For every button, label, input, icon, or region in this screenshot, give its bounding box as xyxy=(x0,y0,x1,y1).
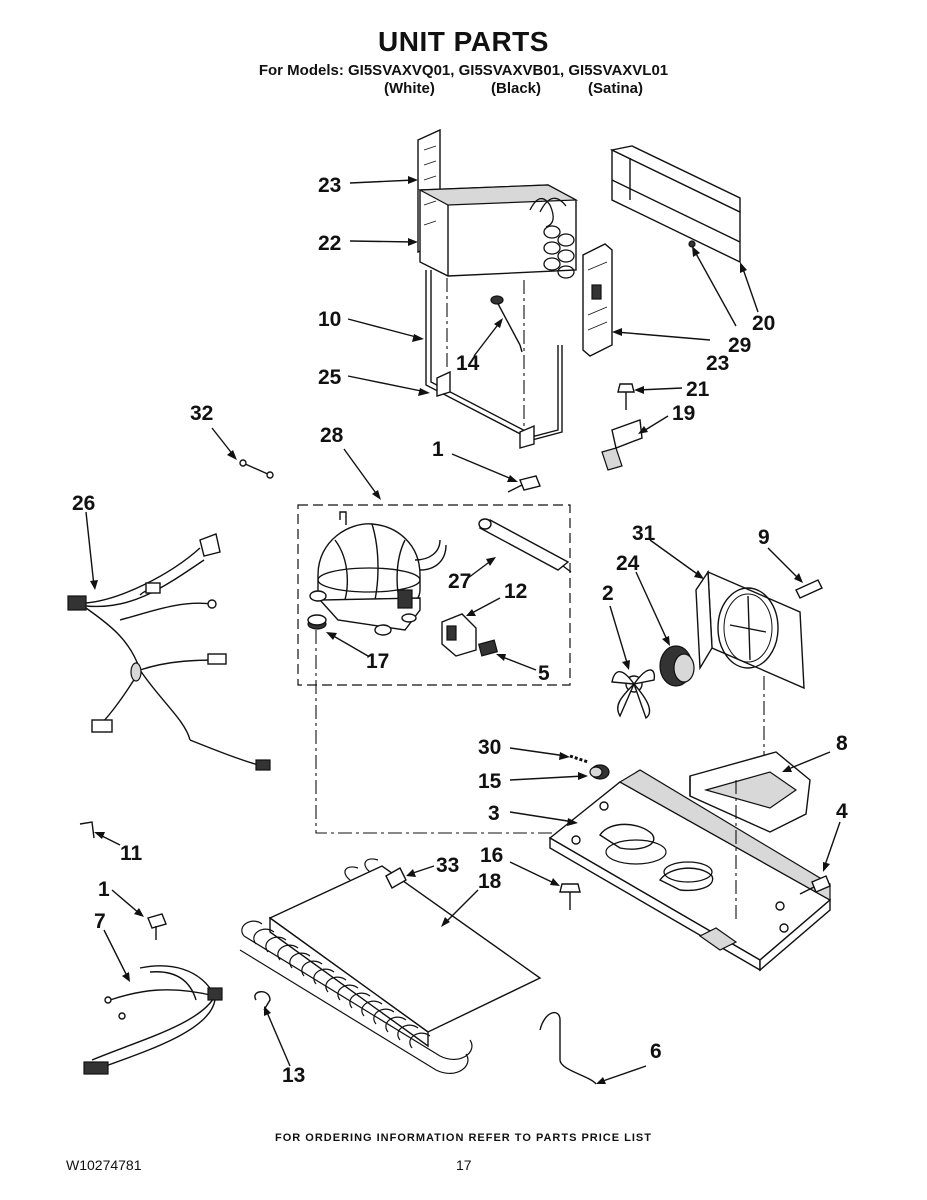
mounting-bracket-19 xyxy=(601,419,643,471)
callout-13: 13 xyxy=(282,1064,305,1087)
wire-11 xyxy=(79,821,95,839)
callout-19: 19 xyxy=(672,402,695,425)
callout-3: 3 xyxy=(488,802,500,825)
page-title: UNIT PARTS xyxy=(378,26,549,57)
evaporator-cover xyxy=(609,145,741,264)
clip-33 xyxy=(385,867,407,889)
screw-9 xyxy=(795,579,823,599)
fan-bracket-8 xyxy=(689,751,811,833)
relay-12 xyxy=(441,613,477,657)
fan-shroud-31 xyxy=(695,569,805,690)
leader-lines xyxy=(85,176,841,1084)
callout-2: 2 xyxy=(602,582,614,605)
callout-27: 27 xyxy=(448,570,471,593)
variant-black-label: (Black) xyxy=(491,80,542,97)
variant-satina-label: (Satina) xyxy=(588,80,644,97)
fan-motor-24 xyxy=(659,645,695,687)
screw-4 xyxy=(799,875,831,895)
screw-1-lower xyxy=(147,913,167,940)
grommet-15 xyxy=(589,764,610,780)
callout-10: 10 xyxy=(318,308,341,331)
callout-1b: 1 xyxy=(98,878,110,901)
callout-14: 14 xyxy=(456,352,480,375)
clip-32 xyxy=(239,459,274,479)
compressor xyxy=(309,511,447,636)
callout-15: 15 xyxy=(478,770,502,793)
callout-24: 24 xyxy=(616,552,640,575)
models-line: For Models: GI5SVAXVQ01, GI5SVAXVB01, GI… xyxy=(258,62,669,79)
callout-29: 29 xyxy=(728,334,751,357)
condenser-18 xyxy=(239,858,542,1075)
tube-6 xyxy=(539,1011,597,1085)
page-number: 17 xyxy=(456,1157,472,1173)
drier-27 xyxy=(478,518,572,573)
side-bracket-right xyxy=(582,243,613,357)
callout-9: 9 xyxy=(758,526,770,549)
overload-5 xyxy=(477,639,499,657)
defrost-thermostat xyxy=(490,295,523,353)
callout-28: 28 xyxy=(320,424,344,447)
callout-11: 11 xyxy=(120,842,143,865)
fan-blade-2 xyxy=(611,669,656,720)
ordering-note: FOR ORDERING INFORMATION REFER TO PARTS … xyxy=(275,1132,652,1144)
callout-21: 21 xyxy=(686,378,710,401)
callout-6: 6 xyxy=(650,1040,662,1063)
screw-1-top xyxy=(507,475,541,493)
callout-23b: 23 xyxy=(706,352,729,375)
clip-13 xyxy=(254,991,271,1011)
callout-33: 33 xyxy=(436,854,459,877)
callout-23a: 23 xyxy=(318,174,341,197)
callout-16: 16 xyxy=(480,844,503,867)
callout-1a: 1 xyxy=(432,438,444,461)
callout-25: 25 xyxy=(318,366,342,389)
spring-30 xyxy=(569,754,589,764)
callout-12: 12 xyxy=(504,580,527,603)
screw-21 xyxy=(617,383,635,410)
callout-7: 7 xyxy=(94,910,106,933)
callout-numbers: 23 22 10 25 14 23 29 20 21 19 32 28 1 27… xyxy=(72,174,848,1087)
screw-16 xyxy=(559,883,581,910)
callout-20: 20 xyxy=(752,312,775,335)
document-number: W10274781 xyxy=(66,1157,142,1173)
variant-white-label: (White) xyxy=(384,80,435,97)
evaporator-assembly xyxy=(417,128,579,279)
defrost-heater xyxy=(425,270,563,449)
callout-17: 17 xyxy=(366,650,389,673)
compressor-assembly-box xyxy=(297,504,571,686)
grommet-17 xyxy=(307,614,327,630)
ground-harness-7 xyxy=(83,965,223,1075)
base-pan-3 xyxy=(548,769,832,972)
callout-4: 4 xyxy=(836,800,848,823)
callout-22: 22 xyxy=(318,232,341,255)
callout-32: 32 xyxy=(190,402,213,425)
callout-30: 30 xyxy=(478,736,501,759)
callout-31: 31 xyxy=(632,522,656,545)
callout-8: 8 xyxy=(836,732,848,755)
callout-18: 18 xyxy=(478,870,502,893)
wire-harness-26 xyxy=(67,533,271,771)
callout-26: 26 xyxy=(72,492,95,515)
callout-5: 5 xyxy=(538,662,550,685)
